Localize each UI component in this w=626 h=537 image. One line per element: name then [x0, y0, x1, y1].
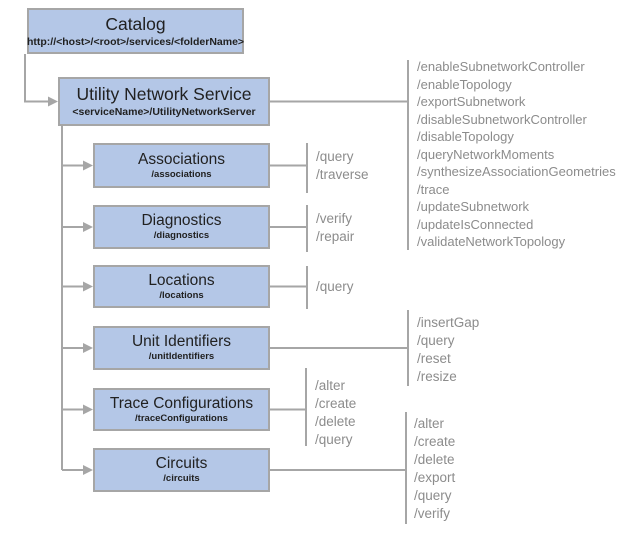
operation-label: /delete [315, 414, 356, 429]
operation-label: /trace [417, 181, 450, 197]
connector-catalog-service [24, 54, 49, 103]
operation-label: /alter [414, 416, 445, 431]
catalog-title: Catalog [105, 13, 166, 34]
operation-label: /disableTopology [417, 129, 514, 144]
locations-node: Locations /locations [93, 265, 270, 308]
catalog-node: Catalog http://<host>/<root>/services/<f… [27, 8, 244, 54]
locations-subtitle: /locations [159, 289, 204, 301]
arrowhead-icon [83, 281, 93, 292]
locations-operations-list: /query [316, 278, 354, 296]
operation-label: /query [316, 149, 354, 164]
utility-network-service-node: Utility Network Service <serviceName>/Ut… [58, 77, 270, 126]
arrowhead-icon [83, 343, 93, 353]
operation-label: /updateSubnetwork [417, 199, 530, 214]
operation-label: /validateNetworkTopology [417, 234, 566, 249]
diagnostics-node: Diagnostics /diagnostics [93, 205, 270, 249]
service-operations-list: /enableSubnetworkController/enableTopolo… [417, 58, 616, 251]
trace-configurations-operations-list: /alter/create/delete/query [315, 377, 356, 449]
operation-label: /enableTopology [417, 76, 512, 92]
operation-label: /query [414, 488, 452, 503]
service-subtitle: <serviceName>/UtilityNetworkServer [72, 106, 256, 118]
operation-label: /reset [417, 351, 451, 366]
operation-label: /queryNetworkMoments [417, 146, 555, 162]
operation-label: /exportSubnetwork [417, 94, 526, 109]
arrowhead-icon [48, 96, 58, 107]
trace-configurations-subtitle: /traceConfigurations [135, 412, 228, 424]
operation-label: /query [316, 279, 354, 294]
arrowhead-icon [83, 160, 93, 171]
diagnostics-subtitle: /diagnostics [153, 230, 210, 241]
operation-label: /delete [414, 452, 455, 467]
catalog-subtitle: http://<host>/<root>/services/<folderNam… [26, 35, 245, 48]
operation-label: /traverse [316, 167, 369, 182]
diagnostics-title: Diagnostics [141, 212, 222, 229]
operation-label: /updateIsConnected [417, 216, 534, 232]
operation-label: /insertGap [417, 315, 480, 330]
operation-label: /verify [316, 211, 353, 226]
locations-title: Locations [148, 271, 215, 289]
operation-label: /create [414, 434, 456, 449]
operation-label: /repair [316, 229, 355, 244]
diagnostics-operations-list: /verify/repair [316, 210, 354, 246]
circuits-title: Circuits [155, 455, 208, 472]
unit-identifiers-node: Unit Identifiers /unitIdentifiers [93, 326, 270, 370]
unit-identifiers-operations-list: /insertGap/query/reset/resize [417, 314, 479, 386]
trace-configurations-node: Trace Configurations /traceConfiguration… [93, 388, 270, 431]
arrowhead-icon [83, 222, 93, 232]
operation-label: /verify [414, 506, 451, 521]
associations-subtitle: /associations [151, 168, 212, 180]
trace-configurations-title: Trace Configurations [109, 394, 254, 412]
operation-label: /enableSubnetworkController [417, 59, 585, 74]
operation-label: /synthesizeAssociationGeometries [417, 164, 616, 179]
operation-label: /alter [315, 378, 346, 393]
associations-operations-list: /query/traverse [316, 148, 369, 184]
operation-label: /disableSubnetworkController [417, 111, 587, 127]
associations-title: Associations [137, 150, 225, 168]
unit-identifiers-subtitle: /unitIdentifiers [148, 351, 215, 362]
operation-label: /resize [417, 369, 457, 384]
arrowhead-icon [83, 404, 93, 415]
service-title: Utility Network Service [76, 84, 252, 104]
circuits-node: Circuits /circuits [93, 448, 270, 492]
operation-label: /export [414, 470, 456, 485]
operation-label: /query [417, 333, 455, 348]
circuits-operations-list: /alter/create/delete/export/query/verify [414, 415, 455, 523]
operation-label: /create [315, 396, 357, 411]
arrowhead-icon [83, 465, 93, 475]
associations-node: Associations /associations [93, 143, 270, 188]
unit-identifiers-title: Unit Identifiers [131, 333, 232, 350]
circuits-subtitle: /circuits [163, 473, 200, 484]
operation-label: /query [315, 432, 353, 447]
